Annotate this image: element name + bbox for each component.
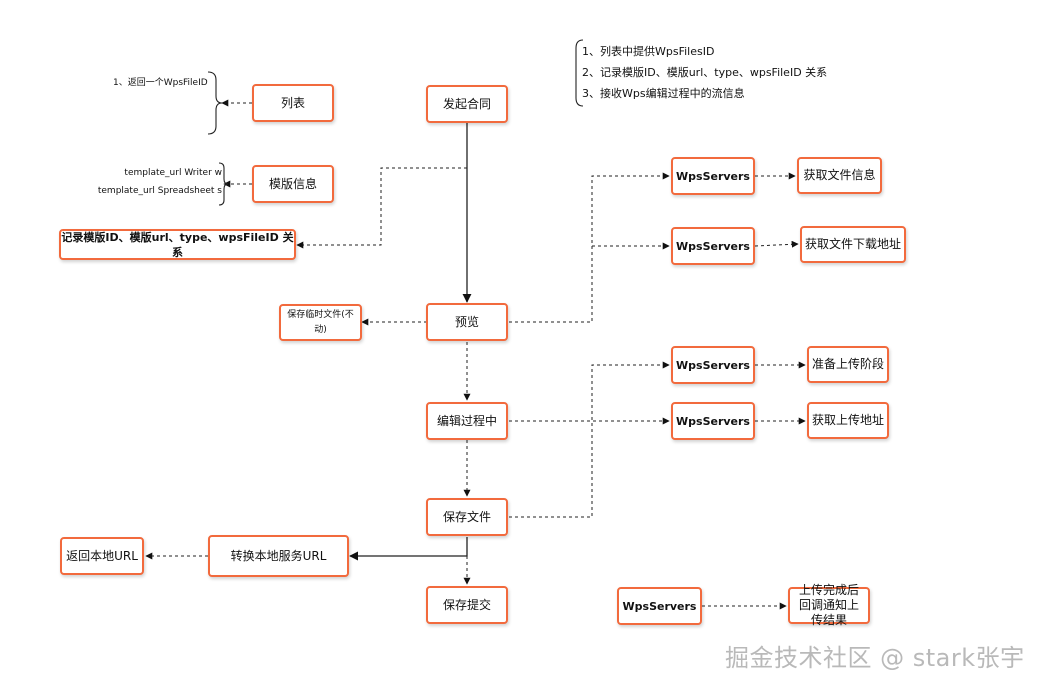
edge-savefile-wps3 bbox=[509, 361, 670, 518]
get-download-url-node[interactable]: 获取文件下载地址 bbox=[800, 226, 906, 263]
wps-server-node-3[interactable]: WpsServers bbox=[671, 346, 755, 384]
save-temp-file-node[interactable]: 保存临时文件(不动) bbox=[279, 304, 362, 341]
wps-server-node-1[interactable]: WpsServers bbox=[671, 157, 755, 195]
get-upload-url-node[interactable]: 获取上传地址 bbox=[807, 402, 889, 439]
get-file-info-node[interactable]: 获取文件信息 bbox=[797, 157, 882, 194]
preview-node[interactable]: 预览 bbox=[426, 303, 508, 341]
return-local-url-node[interactable]: 返回本地URL bbox=[60, 537, 144, 575]
wps-server-node-4[interactable]: WpsServers bbox=[671, 402, 755, 440]
start-contract-node[interactable]: 发起合同 bbox=[426, 85, 508, 123]
record-relation-node[interactable]: 记录模版ID、模版url、type、wpsFileID 关系 bbox=[59, 229, 296, 260]
list-brace bbox=[207, 71, 223, 135]
notes-bracket bbox=[575, 39, 584, 107]
list-return-annotation: 1、返回一个WpsFileID bbox=[113, 78, 208, 88]
template-info-node[interactable]: 模版信息 bbox=[252, 165, 334, 203]
note-item-1: 1、列表中提供WpsFilesID bbox=[582, 45, 715, 58]
list-node[interactable]: 列表 bbox=[252, 84, 334, 122]
convert-url-node[interactable]: 转换本地服务URL bbox=[208, 535, 349, 577]
watermark: 掘金技术社区 @ stark张宇 bbox=[725, 644, 1025, 672]
save-submit-node[interactable]: 保存提交 bbox=[426, 586, 508, 624]
note-item-2: 2、记录模版ID、模版url、type、wpsFileID 关系 bbox=[582, 66, 828, 79]
wps-server-node-5[interactable]: WpsServers bbox=[617, 587, 702, 625]
template-brace bbox=[218, 162, 229, 206]
edge-wps2-download bbox=[754, 240, 799, 248]
note-item-3: 3、接收Wps编辑过程中的流信息 bbox=[582, 87, 745, 100]
wps-server-node-2[interactable]: WpsServers bbox=[671, 227, 755, 265]
upload-callback-node[interactable]: 上传完成后回调通知上传结果 bbox=[788, 583, 870, 627]
editing-node[interactable]: 编辑过程中 bbox=[426, 402, 508, 440]
edge-start-record bbox=[296, 167, 467, 249]
template-writer-annotation: template_url Writer w bbox=[124, 168, 222, 178]
template-spreadsheet-annotation: template_url Spreadsheet s bbox=[97, 186, 222, 196]
edge-preview-wps bbox=[509, 172, 670, 323]
prepare-upload-node[interactable]: 准备上传阶段 bbox=[807, 346, 889, 383]
save-file-node[interactable]: 保存文件 bbox=[426, 498, 508, 536]
notes-list: 1、列表中提供WpsFilesID 2、记录模版ID、模版url、type、wp… bbox=[582, 41, 827, 104]
edge-savefile-convert bbox=[349, 537, 468, 561]
